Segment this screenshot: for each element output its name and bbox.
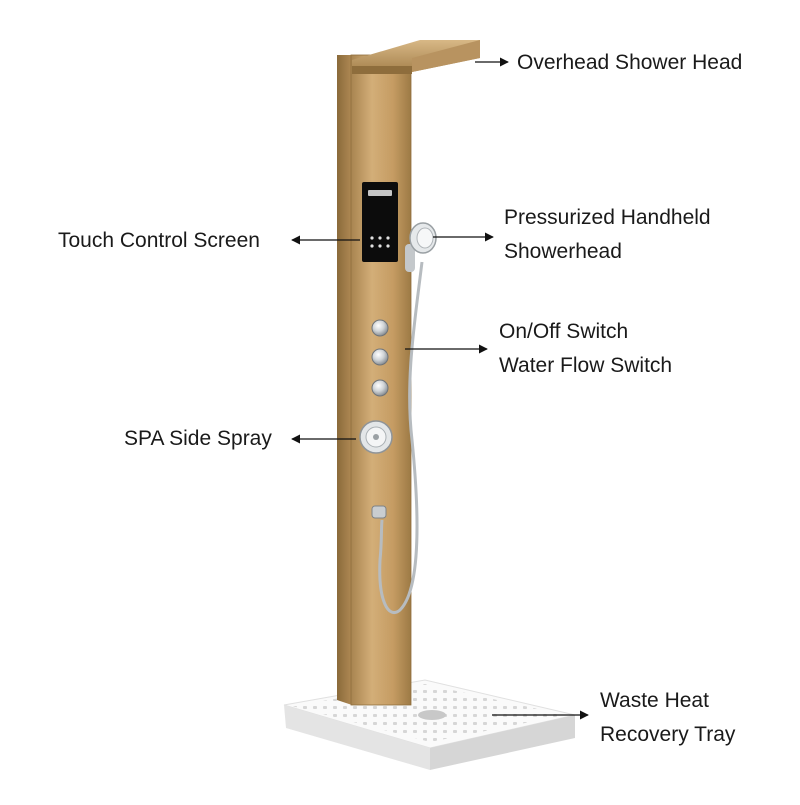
recovery-tray (283, 679, 576, 770)
handheld-showerhead (405, 222, 437, 272)
label-line: Pressurized Handheld (504, 206, 711, 229)
label-overhead-shower-head: Overhead Shower Head (517, 46, 742, 80)
label-line: On/Off Switch (499, 320, 629, 343)
label-line: Showerhead (504, 240, 622, 263)
callout-arrows (291, 57, 589, 720)
label-line: Overhead Shower Head (517, 51, 743, 74)
label-line: Waste Heat (600, 689, 709, 712)
overhead-shower-head (352, 40, 480, 74)
label-line: SPA Side Spray (124, 427, 272, 450)
label-spa-side-spray: SPA Side Spray (124, 422, 272, 456)
switch-knobs (371, 319, 389, 397)
label-switch: On/Off Switch Water Flow Switch (499, 315, 672, 383)
label-line: Water Flow Switch (499, 354, 673, 377)
shower-panel (337, 54, 412, 706)
label-touch-control-screen: Touch Control Screen (58, 224, 260, 258)
label-line: Recovery Tray (600, 723, 736, 746)
label-recovery-tray: Waste Heat Recovery Tray (600, 684, 735, 752)
touch-control-screen (362, 182, 398, 262)
label-handheld-showerhead: Pressurized Handheld Showerhead (504, 201, 711, 269)
label-line: Touch Control Screen (58, 229, 260, 252)
shower-hose (378, 261, 424, 614)
spa-side-spray (359, 420, 393, 454)
hose-outlet (371, 505, 387, 519)
